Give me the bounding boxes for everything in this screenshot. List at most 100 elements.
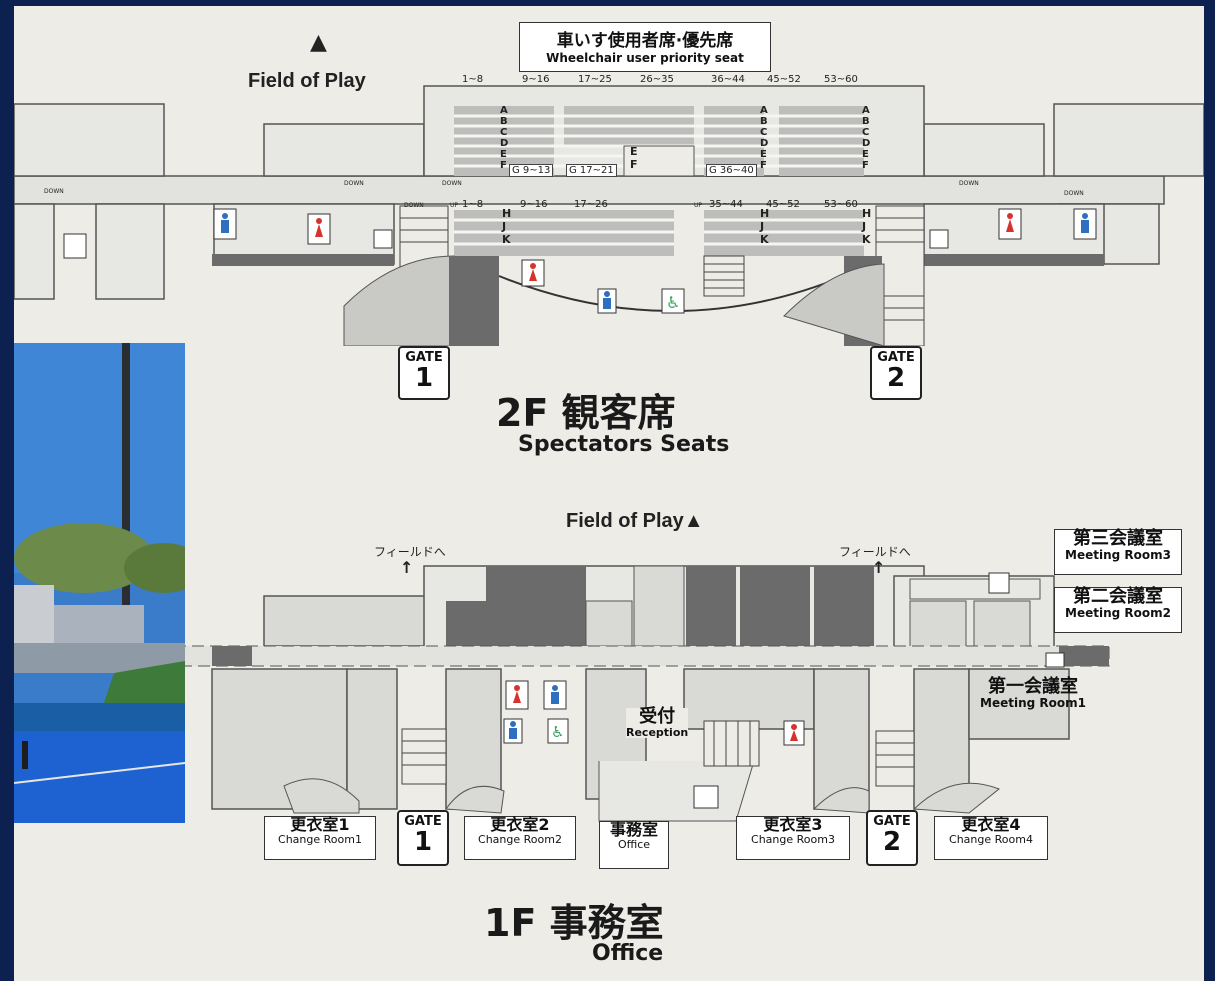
change-room2-label[interactable]: 更衣室2 Change Room2 [464, 816, 576, 860]
down-label: DOWN [344, 180, 364, 187]
floor2-title-jp: 2F 観客席 [496, 391, 676, 435]
meeting-room1-label[interactable]: 第一会議室 Meeting Room1 [970, 676, 1096, 710]
gate-number: 1 [413, 827, 433, 857]
down-label: DOWN [959, 180, 979, 187]
floor1-restroom-icons: ♿ [503, 572, 1065, 746]
to-field-right-arrow: ↑ [872, 558, 886, 577]
floor2-field-arrow: ▲ [310, 30, 327, 55]
office-room-jp: 事務室 [609, 820, 658, 839]
office-room-label[interactable]: 事務室 Office [599, 821, 669, 869]
change-room4-label[interactable]: 更衣室4 Change Room4 [934, 816, 1048, 860]
change-room2-jp: 更衣室2 [490, 815, 550, 834]
seat-range: 9~16 [522, 74, 550, 85]
down-label: DOWN [404, 202, 424, 209]
change-room1-en: Change Room1 [278, 832, 362, 846]
seat-range: 45~52 [766, 199, 800, 210]
meeting-room3-jp: 第三会議室 [1073, 528, 1163, 549]
wheelchair-sign-icon [929, 229, 949, 249]
floor1-field-of-play-label: Field of Play▲ [566, 510, 704, 532]
floor2-corridor [14, 175, 1165, 205]
gate-number: 1 [414, 363, 434, 393]
seat-range: 9~16 [520, 199, 548, 210]
gate-number: 2 [886, 363, 906, 393]
change-room3-en: Change Room3 [751, 832, 835, 846]
meeting-room1-jp: 第一会議室 [988, 676, 1078, 697]
change-room4-jp: 更衣室4 [961, 815, 1021, 834]
floor2-title-en: Spectators Seats [518, 432, 730, 457]
floor-map-board: ♿ ▲ Field of Play 車いす使用者席·優先席 Wheelchair… [14, 6, 1204, 981]
g-seat-label: G 36~40 [706, 164, 757, 177]
gate-word: GATE [877, 350, 915, 365]
down-label: DOWN [44, 188, 64, 195]
stadium-photo-inset [14, 343, 185, 823]
change-room2-en: Change Room2 [478, 832, 562, 846]
floor1-title-jp: 1F 事務室 [484, 901, 664, 945]
change-room3-jp: 更衣室3 [763, 815, 823, 834]
floor1-gate-1[interactable]: GATE 1 [397, 810, 449, 866]
meeting-room2-jp: 第二会議室 [1073, 586, 1163, 607]
meeting-room2-label[interactable]: 第二会議室 Meeting Room2 [1054, 587, 1182, 633]
floor2-plan: ♿ [14, 85, 1204, 346]
change-room4-en: Change Room4 [949, 832, 1033, 846]
seat-range: 17~25 [578, 74, 612, 85]
floor2-left-wing [14, 103, 165, 177]
to-field-right-label: フィールドへ [839, 545, 911, 559]
gate-word: GATE [405, 350, 443, 365]
wheelchair-priority-en: Wheelchair user priority seat [546, 51, 744, 65]
floor2-curved-front [343, 255, 455, 346]
g-seat-label: G 9~13 [509, 164, 554, 177]
down-label: DOWN [1064, 190, 1084, 197]
accessible-restroom-icon [547, 718, 569, 744]
reception-jp: 受付 [639, 706, 676, 727]
svg-text:♿: ♿ [666, 293, 680, 312]
meeting-room1-en: Meeting Room1 [980, 695, 1086, 710]
meeting-room3-wheelchair-icon [988, 572, 1010, 594]
seat-range: 36~44 [711, 74, 745, 85]
seat-range: 35~44 [709, 199, 743, 210]
meeting-room3-en: Meeting Room3 [1065, 547, 1171, 562]
floor1-corridor [173, 645, 1110, 667]
up-label: UP [450, 202, 459, 209]
svg-text:♿: ♿ [551, 723, 564, 741]
gate-number: 2 [882, 827, 902, 857]
reception-en: Reception [626, 725, 689, 739]
seat-range: 1~8 [462, 199, 484, 210]
change-room1-label[interactable]: 更衣室1 Change Room1 [264, 816, 376, 860]
gate-word: GATE [404, 814, 442, 829]
floor2-right-wing [1053, 103, 1204, 177]
room-sign-icon [1045, 652, 1065, 668]
change-room1-jp: 更衣室1 [290, 815, 350, 834]
upper-seat-rows [454, 106, 864, 176]
seat-range: 26~35 [640, 74, 674, 85]
floor2-gate-2[interactable]: GATE 2 [870, 346, 922, 400]
floor1-gate-2[interactable]: GATE 2 [866, 810, 918, 866]
down-label: DOWN [442, 180, 462, 187]
floor2-gate-1[interactable]: GATE 1 [398, 346, 450, 400]
floor2-restroom-icons: ♿ [63, 208, 1097, 314]
wheelchair-priority-jp: 車いす使用者席·優先席 [556, 31, 734, 51]
seat-range: 17~26 [574, 199, 608, 210]
office-room-en: Office [617, 837, 651, 851]
meeting-room3-label[interactable]: 第三会議室 Meeting Room3 [1054, 529, 1182, 575]
to-field-left-arrow: ↑ [400, 558, 414, 577]
elevator-icon [63, 233, 87, 259]
seat-range: 45~52 [767, 74, 801, 85]
floor2-field-of-play-label: Field of Play [248, 70, 366, 92]
wheelchair-priority-sign: 車いす使用者席·優先席 Wheelchair user priority sea… [519, 22, 771, 72]
change-room3-label[interactable]: 更衣室3 Change Room3 [736, 816, 850, 860]
accessible-restroom-icon [661, 288, 685, 314]
seat-range: 53~60 [824, 74, 858, 85]
seat-range: 53~60 [824, 199, 858, 210]
to-field-left-label: フィールドへ [374, 545, 446, 559]
seat-range: 1~8 [462, 74, 484, 85]
reception-label[interactable]: 受付 Reception [626, 706, 689, 739]
floor1-title-en: Office [592, 941, 664, 966]
floor1-plan: ♿ [173, 565, 1110, 822]
gate-word: GATE [873, 814, 911, 829]
